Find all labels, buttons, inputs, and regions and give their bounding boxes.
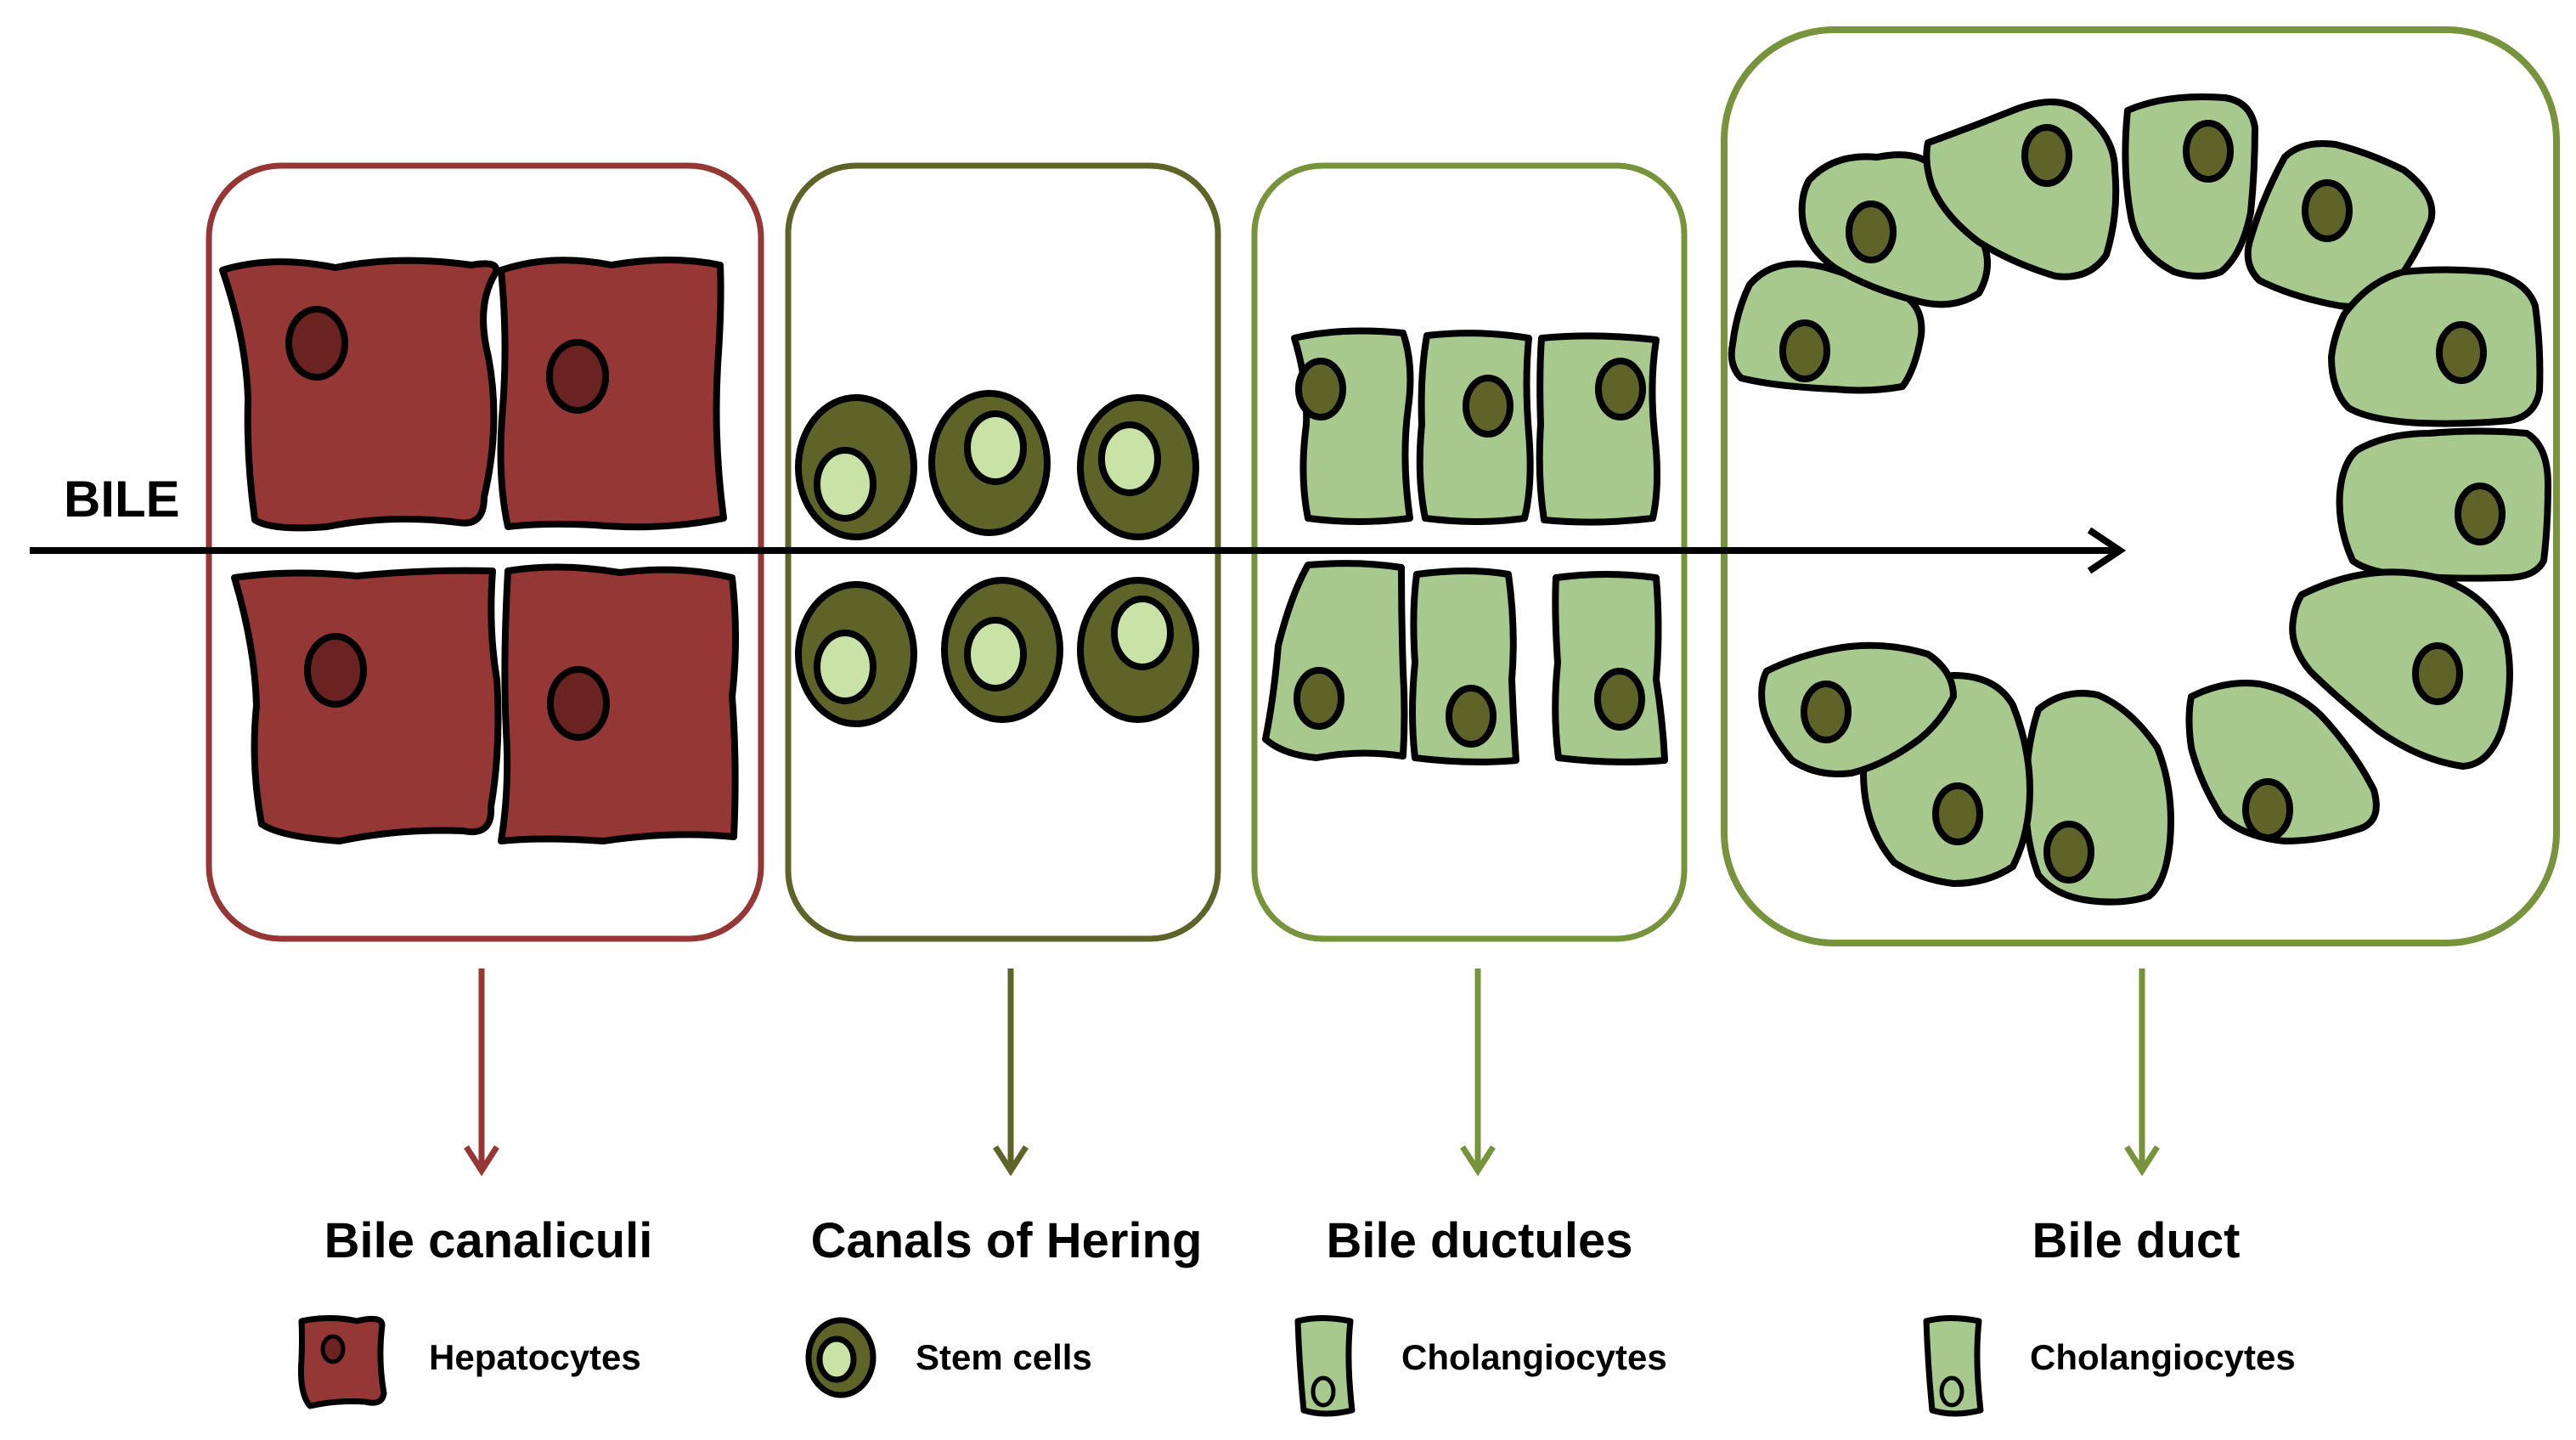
cholangiocyte-nucleus (2242, 778, 2293, 841)
frame-bile-duct (1721, 26, 2560, 946)
hepatocyte-nucleus (285, 306, 348, 381)
section-title-bile-duct: Bile duct (2032, 1213, 2241, 1268)
cholangiocyte-nucleus (1595, 358, 1646, 421)
cholangiocyte (2336, 427, 2551, 582)
hepatocyte (498, 563, 739, 844)
cholangiocyte-icon (1923, 1315, 1984, 1417)
hepatocyte-nucleus (546, 339, 609, 414)
legend-label-cholangiocytes-ductules: Cholangiocytes (1401, 1337, 1667, 1377)
hepatocyte (497, 257, 727, 531)
cholangiocyte (2022, 690, 2174, 906)
legend-label-hepatocytes: Hepatocytes (429, 1337, 641, 1377)
cholangiocyte-nucleus (1295, 358, 1346, 421)
hepatocyte-nucleus (304, 633, 367, 708)
cholangiocyte (2122, 93, 2258, 280)
cholangiocyte-nucleus (2021, 124, 2072, 187)
stem-cell-nucleus (964, 410, 1027, 485)
cholangiocyte-nucleus (1932, 782, 1983, 845)
cholangiocyte-icon (1294, 1315, 1356, 1417)
stem-cell-nucleus (1098, 421, 1161, 496)
section-title-canals-of-hering: Canals of Hering (811, 1213, 1203, 1268)
cholangiocyte-nucleus (2455, 483, 2506, 545)
legend-label-cholangiocytes-duct: Cholangiocytes (2030, 1337, 2296, 1377)
cholangiocyte (1552, 571, 1668, 765)
stem-cell-nucleus (964, 617, 1027, 692)
cholangiocyte-nucleus (1594, 668, 1645, 731)
cholangiocyte (1536, 332, 1661, 526)
cholangiocyte-nucleus (1294, 667, 1344, 730)
cholangiocyte-nucleus (2183, 120, 2234, 183)
cholangiocyte-nucleus (2436, 321, 2487, 384)
cholangiocyte-cluster-ductules (1262, 327, 1668, 765)
cholangiocyte-ring-bile-duct (1728, 93, 2551, 906)
cholangiocyte (2289, 568, 2513, 770)
bile-flow-arrow (30, 527, 2127, 574)
cholangiocyte (1758, 641, 1957, 777)
hepatocyte (219, 257, 500, 532)
stem-cell-icon (805, 1317, 877, 1398)
cholangiocyte (2185, 680, 2380, 844)
cholangiocyte-nucleus (1463, 375, 1513, 438)
cholangiocyte-nucleus (1446, 685, 1497, 748)
cholangiocyte-nucleus (2302, 179, 2353, 242)
hepatocyte-icon (298, 1315, 387, 1409)
legend-label-stem-cells: Stem cells (916, 1337, 1092, 1377)
cholangiocyte-nucleus (2043, 821, 2094, 884)
cholangiocyte-nucleus (2412, 642, 2463, 705)
section-title-bile-ductules: Bile ductules (1327, 1213, 1633, 1268)
cholangiocyte-nucleus (1846, 200, 1897, 263)
cholangiocyte (2328, 266, 2544, 427)
hepatocyte-cluster (219, 257, 739, 844)
stem-cell-nucleus (1111, 596, 1174, 670)
stem-cell-nucleus (814, 447, 877, 522)
down-arrow-bile-ductules (1460, 968, 1496, 1177)
bile-flow-label: BILE (64, 471, 180, 528)
down-arrow-canals-of-hering (993, 968, 1029, 1177)
section-title-bile-canaliculi: Bile canaliculi (324, 1213, 653, 1268)
cholangiocyte-nucleus (1779, 319, 1830, 382)
down-arrow-bile-duct (2124, 968, 2160, 1177)
stem-cell-nucleus (814, 630, 877, 704)
hepatocyte-nucleus (547, 666, 610, 741)
cholangiocyte (1262, 560, 1408, 761)
stem-cell-cluster (795, 390, 1199, 727)
down-arrow-bile-canaliculi (464, 968, 499, 1177)
hepatocyte (231, 567, 502, 844)
cholangiocyte-nucleus (1801, 680, 1852, 743)
